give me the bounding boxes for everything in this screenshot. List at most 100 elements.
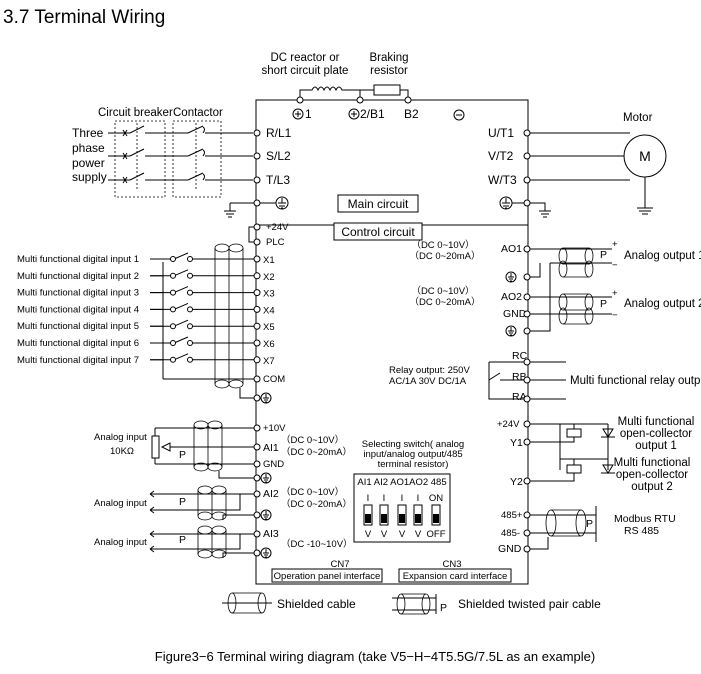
control-circuit-box: [333, 222, 423, 241]
modbus-gnd-label: GND: [498, 543, 522, 555]
dip-switch-knob: [433, 514, 439, 523]
terminal-x7: [253, 356, 261, 364]
switch-contact: [170, 256, 176, 262]
ai2-range-1: （DC 0~10V）: [281, 486, 344, 498]
terminal-ra: [523, 395, 531, 403]
terminal-b2: [404, 96, 412, 104]
relay-spec-1: Relay output: 250V: [389, 365, 470, 376]
digital-terminal-label: X7: [263, 356, 275, 367]
digital-input-label: Multi functional digital input 7: [17, 355, 139, 366]
y1-desc-1: Multi functional: [618, 416, 695, 428]
ao1-terminal-label: AO1: [501, 243, 522, 255]
ai3-source-label: Analog input: [94, 537, 147, 548]
gnd-terminal-label: GND: [263, 459, 284, 470]
switch-title-2: input/analog output/485: [363, 449, 462, 460]
relay-spec-2: AC/1A 30V DC/1A: [389, 376, 467, 387]
supply-label-2: phase: [72, 141, 105, 155]
modbus-label-1: Modbus RTU: [614, 513, 676, 525]
oc-24v-label: +24V: [497, 419, 520, 430]
terminal-x4: [253, 305, 261, 313]
output-ground: [499, 196, 551, 218]
ai1-terminal-label: AI1: [263, 442, 279, 454]
modbus-485m-label: 485-: [501, 528, 520, 539]
terminal-plus1: [296, 96, 304, 104]
switch-contact: [170, 323, 176, 330]
dc-reactor-label-2: short circuit plate: [262, 65, 349, 77]
cn3-box: [398, 568, 512, 583]
ao2-wiring: [530, 293, 612, 332]
terminal-r-l1: [253, 129, 261, 137]
top-terminal-b2: B2: [404, 107, 419, 121]
switch-contact: [187, 340, 193, 346]
switch-title-3: terminal resistor): [378, 459, 449, 470]
terminal-plus10v: [253, 424, 261, 432]
switch-top-mark: I: [417, 493, 420, 504]
switch-top-mark: I: [401, 493, 404, 504]
ao1-plus: +: [612, 239, 618, 250]
ai1-shield: [193, 420, 254, 479]
digital-input-switch: [150, 252, 254, 260]
terminal-plus2-b1: [356, 96, 364, 104]
circuit-breaker-label: Circuit breaker: [98, 107, 173, 119]
terminal-plc: [253, 238, 261, 246]
modbus-p-letter: P: [586, 518, 593, 530]
supply-label-3: power: [72, 156, 105, 170]
motor-ground: [637, 177, 653, 215]
oc-relay-coils: [530, 423, 615, 482]
terminal-ao1: [523, 245, 531, 253]
ao1-range-1: （DC 0~10V）: [411, 239, 474, 251]
braking-resistor-label-1: Braking: [370, 52, 409, 64]
ai1-range-2: （DC 0~20mA）: [281, 446, 352, 458]
circuit-breaker-box: [114, 120, 166, 198]
minus-circle-icon: [453, 109, 465, 121]
output-terminal-w: W/T3: [488, 173, 517, 187]
switch-contact: [170, 289, 176, 296]
digital-terminal-label: X3: [263, 289, 275, 300]
digital-common-line: [162, 262, 254, 380]
main-circuit-label: Main circuit: [348, 197, 409, 211]
y1-desc-2: open-collector: [620, 428, 692, 440]
twisted-pair-legend-icon: [392, 593, 437, 615]
ao2-ground: [505, 325, 531, 337]
motor-symbol: M: [639, 148, 651, 164]
ao2-label: Analog output 2: [624, 298, 701, 310]
shielded-cable-legend-icon: [222, 592, 272, 614]
terminal-com: [253, 375, 261, 383]
switch-contact: [170, 306, 176, 313]
main-circuit-box: [337, 194, 419, 213]
ao1-minus: −: [612, 260, 618, 271]
switch-contact: [170, 272, 176, 279]
switch-box: [353, 473, 451, 543]
digital-input-label: Multi functional digital input 5: [17, 321, 139, 332]
terminal-s-l2: [253, 152, 261, 160]
terminal-485p: [523, 511, 531, 519]
oc-y1-label: Y1: [510, 437, 523, 449]
switch-title-1: Selecting switch( analog: [362, 439, 464, 450]
terminal-ao2: [523, 293, 531, 301]
switch-bottom-mark: V: [415, 529, 422, 540]
digital-input-label: Multi functional digital input 2: [17, 271, 139, 282]
ao2-range-2: （DC 0~20mA）: [409, 296, 480, 308]
supply-label-4: supply: [72, 170, 107, 184]
switch-contact: [170, 340, 176, 346]
dip-switch-knob: [381, 514, 387, 523]
switch-contact: [187, 356, 193, 363]
switch-top-mark: I: [383, 493, 386, 504]
ai1-range-1: （DC 0~10V）: [281, 434, 344, 446]
ai3-terminal-label: AI3: [263, 528, 279, 540]
digital-input-label: Multi functional digital input 4: [17, 304, 139, 315]
terminal-gnd-ao: [523, 310, 531, 318]
dc-reactor-coil: [299, 86, 361, 100]
switch-contact: [187, 256, 193, 262]
input-ground: [224, 196, 289, 218]
output-terminal-u: U/T1: [488, 126, 514, 140]
relay-output-label: Multi functional relay output: [570, 375, 701, 387]
motor-label: Motor: [623, 112, 653, 124]
terminal-v-t2: [523, 152, 531, 160]
plus-circle-icon: [292, 108, 304, 120]
ai3-ground: [253, 547, 272, 559]
switch-bottom-mark: V: [365, 529, 372, 540]
braking-resistor: [360, 84, 409, 100]
ai2-range-2: （DC 0~20mA）: [281, 498, 352, 510]
pot-label-2: 10KΩ: [110, 446, 134, 457]
